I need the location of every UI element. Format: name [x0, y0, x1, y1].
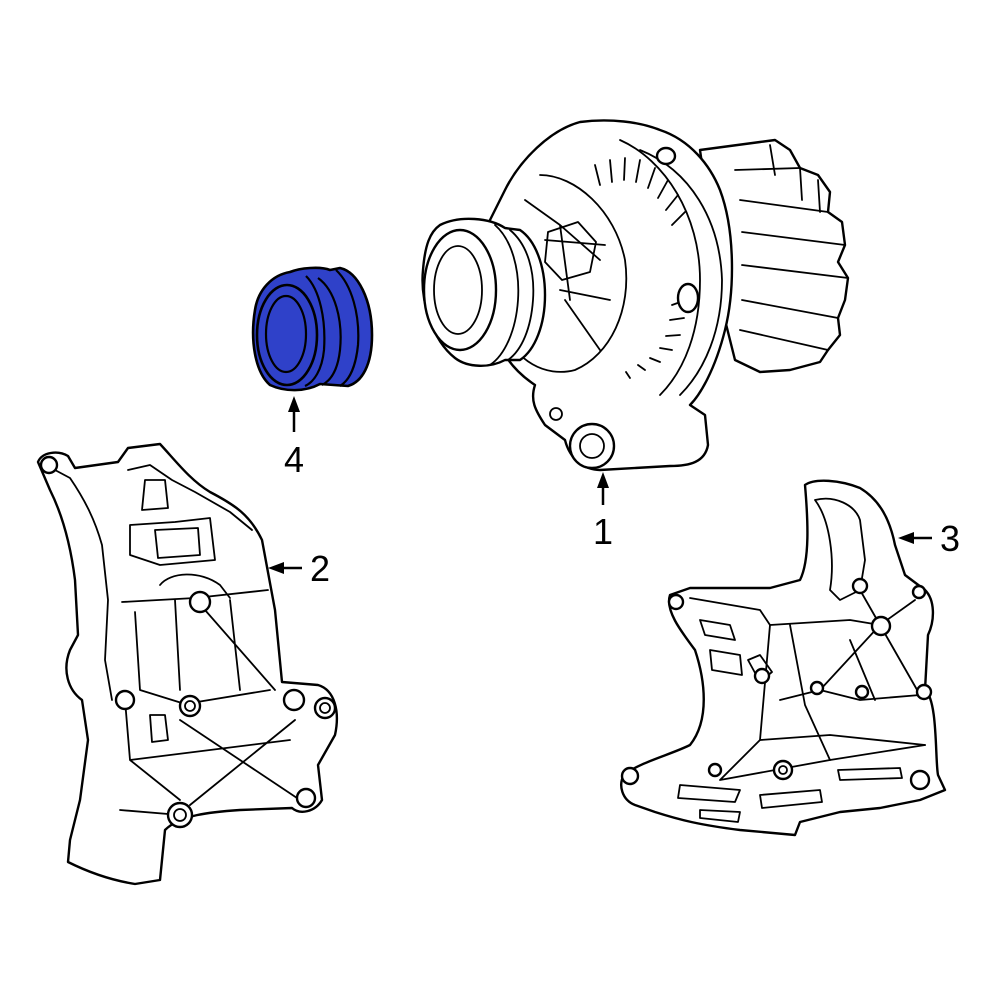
- callout-3-arrowhead: [898, 532, 914, 544]
- callout-4-label: 4: [284, 439, 304, 480]
- callout-1: 1: [593, 472, 613, 552]
- callout-1-label: 1: [593, 511, 613, 552]
- pulley-part[interactable]: [251, 266, 374, 392]
- callout-2-label: 2: [310, 548, 330, 589]
- callout-2-arrowhead: [268, 562, 284, 574]
- bracket-left-part[interactable]: [36, 442, 339, 886]
- callout-3-label: 3: [940, 518, 960, 559]
- callout-4: 4: [284, 396, 304, 480]
- callout-2: 2: [268, 548, 330, 589]
- callout-3: 3: [898, 518, 960, 559]
- callout-1-arrowhead: [597, 472, 609, 488]
- bracket-right-part[interactable]: [620, 479, 947, 837]
- alternator-part[interactable]: [421, 119, 850, 472]
- callout-4-arrowhead: [288, 396, 300, 412]
